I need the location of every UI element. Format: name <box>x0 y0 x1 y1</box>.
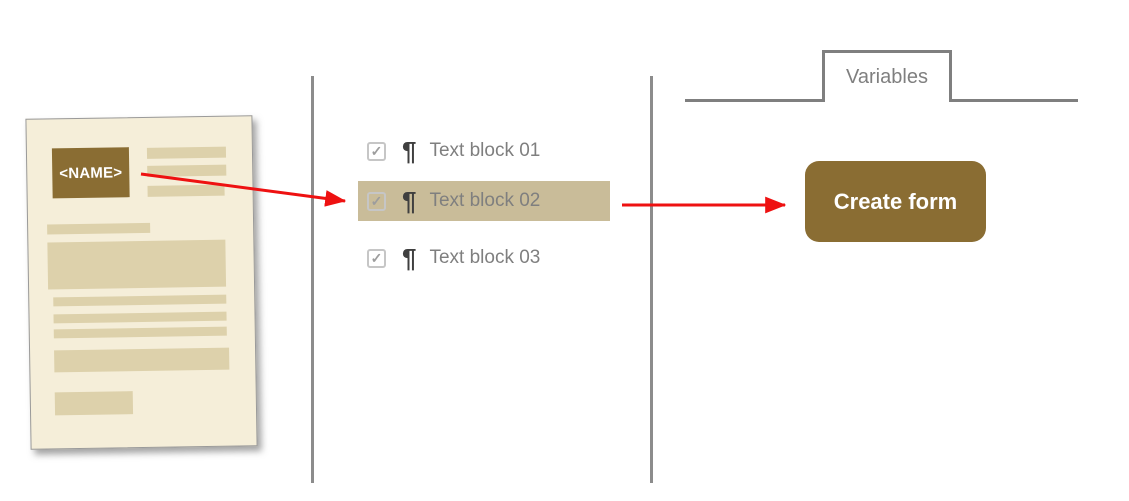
pilcrow-icon: ¶ <box>402 186 417 216</box>
doc-text-paragraph <box>47 239 227 290</box>
doc-text-line <box>53 311 227 324</box>
pilcrow-icon: ¶ <box>402 136 417 166</box>
pilcrow-icon: ¶ <box>402 243 417 273</box>
check-icon: ✓ <box>370 193 383 209</box>
doc-text-paragraph <box>54 347 230 373</box>
checkbox-checked[interactable]: ✓ <box>367 141 386 161</box>
tab-variables-label: Variables <box>846 66 928 88</box>
check-icon: ✓ <box>370 143 383 159</box>
doc-text-line <box>53 326 227 339</box>
list-item-text-block-02-selected[interactable]: ✓ ¶ Text block 02 <box>358 181 610 221</box>
tab-baseline-left <box>685 99 822 102</box>
doc-text-block <box>54 391 134 416</box>
create-form-button-label: Create form <box>833 188 958 214</box>
checkbox-checked[interactable]: ✓ <box>367 191 386 211</box>
list-item-label: Text block 03 <box>429 247 541 268</box>
list-item-text-block-03[interactable]: ✓ ¶ Text block 03 <box>358 238 610 278</box>
tab-variables[interactable]: Variables <box>822 50 952 102</box>
checkbox-checked[interactable]: ✓ <box>367 248 386 268</box>
doc-text-line <box>146 146 227 159</box>
name-variable-box[interactable]: <NAME> <box>51 147 130 199</box>
tab-baseline-right <box>952 99 1078 102</box>
divider-line-left <box>311 76 314 483</box>
text-block-list: ✓ ¶ Text block 01 ✓ ¶ Text block 02 ✓ ¶ … <box>358 131 610 281</box>
name-variable-label: <NAME> <box>59 163 123 182</box>
list-item-label: Text block 01 <box>429 140 541 161</box>
document-mockup: <NAME> <box>25 115 258 450</box>
doc-text-line <box>53 294 227 307</box>
list-item-label: Text block 02 <box>429 190 541 211</box>
doc-text-line <box>147 184 225 197</box>
doc-text-line <box>47 222 151 235</box>
doc-text-line <box>147 164 227 177</box>
list-item-text-block-01[interactable]: ✓ ¶ Text block 01 <box>358 131 610 171</box>
divider-line-right <box>650 76 653 483</box>
create-form-button[interactable]: Create form <box>805 161 986 242</box>
check-icon: ✓ <box>370 250 383 266</box>
